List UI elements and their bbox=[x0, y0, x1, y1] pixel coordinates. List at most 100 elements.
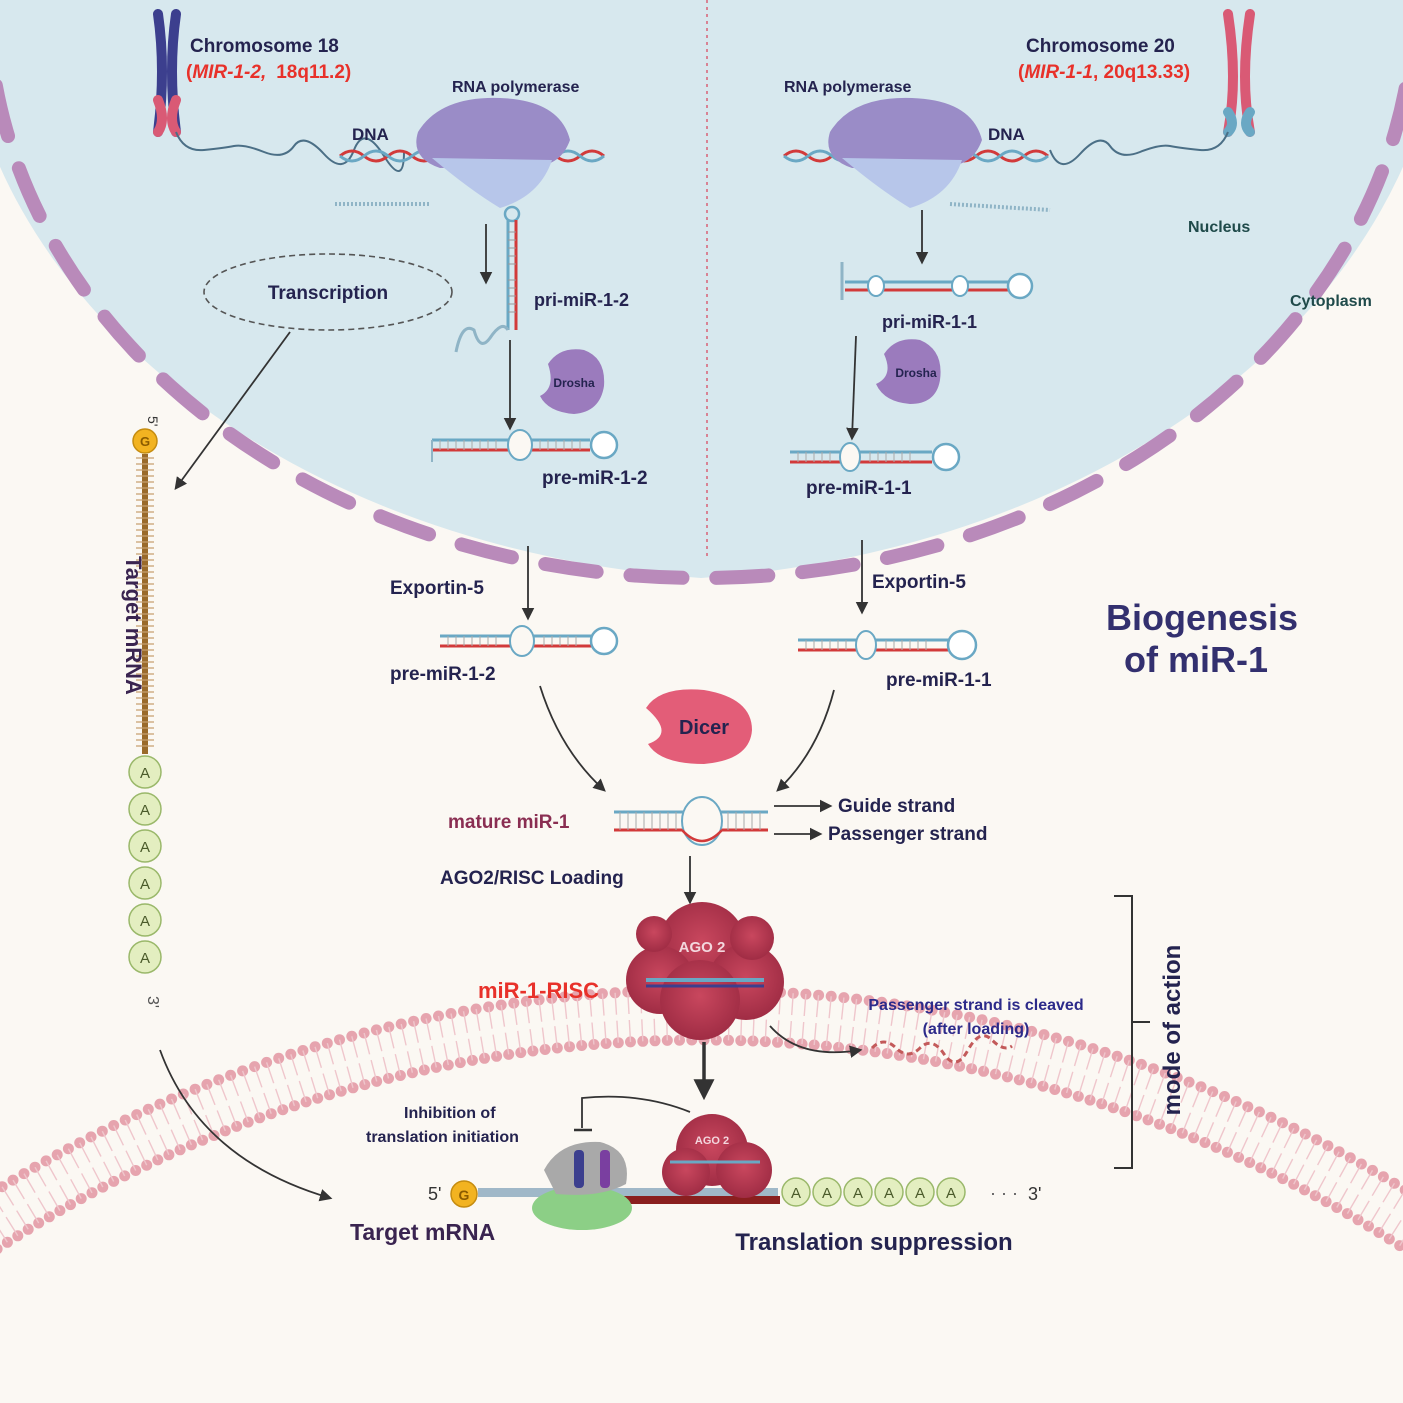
membrane-lipid-tail bbox=[1192, 1117, 1203, 1139]
membrane-lipid-tail bbox=[862, 1028, 867, 1051]
rna-polymerase-left-icon bbox=[416, 97, 570, 208]
membrane-lipid-tail bbox=[290, 1054, 299, 1076]
membrane-lipid-head bbox=[1399, 1184, 1403, 1196]
membrane-lipid-tail bbox=[878, 1002, 883, 1025]
membrane-lipid-tail bbox=[425, 1018, 432, 1041]
membrane-lipid-tail bbox=[206, 1084, 216, 1106]
membrane-lipid-tail bbox=[1399, 1239, 1403, 1246]
membrane-lipid-tail bbox=[828, 996, 832, 1019]
membrane-lipid-tail bbox=[982, 1049, 990, 1072]
guide-strand-label: Guide strand bbox=[838, 796, 955, 817]
membrane-lipid-tail bbox=[1316, 1145, 1329, 1166]
membrane-lipid-tail bbox=[443, 1043, 449, 1066]
membrane-lipid-tail bbox=[1077, 1075, 1086, 1097]
membrane-lipid-tail bbox=[541, 1027, 546, 1050]
vertical-mrna-strand bbox=[136, 454, 154, 754]
membrane-lipid-tail bbox=[1030, 1061, 1038, 1084]
exportin-5-label-right: Exportin-5 bbox=[872, 572, 966, 593]
membrane-lipid-tail bbox=[563, 996, 568, 1019]
membrane-lipid-tail bbox=[616, 1020, 619, 1043]
biogenesis-title-line-1: Biogenesis bbox=[1106, 597, 1298, 638]
membrane-lipid-tail bbox=[902, 1005, 908, 1028]
chromosome-18-paren: ( bbox=[186, 62, 193, 83]
membrane-lipid-tail bbox=[48, 1191, 61, 1211]
membrane-lipid-tail bbox=[504, 1032, 510, 1055]
membrane-lipid-tail bbox=[1158, 1103, 1168, 1125]
passenger-strand-label: Passenger strand bbox=[828, 824, 987, 845]
pre-mir-1-2-nucleus bbox=[431, 429, 619, 462]
membrane-lipid-tail bbox=[1013, 1028, 1020, 1050]
bottom-mrna-strand bbox=[478, 1188, 778, 1197]
cytoplasm-label: Cytoplasm bbox=[1290, 293, 1372, 310]
poly-a-bead bbox=[936, 1177, 966, 1207]
pri-mir-1-2-label: pri-miR-1-2 bbox=[534, 290, 629, 310]
pre-mir-1-1-nucleus bbox=[790, 442, 961, 472]
ago2-label: AGO 2 bbox=[679, 939, 726, 956]
membrane-lipid-tail bbox=[1049, 1037, 1057, 1060]
membrane-lipid-tail bbox=[124, 1119, 136, 1141]
membrane-lipid-tail bbox=[56, 1154, 69, 1175]
membrane-lipid-tail bbox=[125, 1150, 137, 1171]
target-mrna-bottom-label: Target mRNA bbox=[350, 1219, 495, 1245]
membrane-lipid-tail bbox=[964, 1017, 971, 1039]
membrane-lipid-tail bbox=[1357, 1200, 1370, 1221]
membrane-lipid-tail bbox=[462, 1011, 469, 1034]
chromosome-20-gene: MIR-1-1 bbox=[1024, 62, 1093, 83]
membrane-lipid-tail bbox=[500, 1004, 506, 1027]
membrane-lipid-tail bbox=[218, 1079, 228, 1101]
membrane-lipid-tail bbox=[1204, 1122, 1215, 1143]
membrane-lipid-tail bbox=[229, 1075, 240, 1097]
bottom-mrna-cap-label: G bbox=[459, 1187, 470, 1203]
membrane-lipid-tail bbox=[801, 1021, 805, 1045]
chromosome-18-title: Chromosome 18 bbox=[190, 36, 339, 57]
drosha-label-left: Drosha bbox=[553, 376, 595, 390]
membrane-lipid-tail bbox=[551, 998, 555, 1021]
mode-of-action-bracket bbox=[1114, 895, 1133, 1169]
membrane-lipid-tail bbox=[216, 1110, 226, 1132]
membrane-lipid-tail bbox=[1215, 1126, 1226, 1148]
membrane-lipid-tail bbox=[1378, 1213, 1392, 1233]
cell-membrane bbox=[0, 984, 1403, 1254]
membrane-lipid-tail bbox=[1097, 1052, 1106, 1074]
poly-a-letter: A bbox=[140, 765, 150, 782]
membrane-lipid-tail bbox=[59, 1185, 72, 1205]
membrane-lipid-tail bbox=[1089, 1078, 1098, 1101]
membrane-lipid-tail bbox=[45, 1160, 58, 1181]
membrane-lipid-tail bbox=[302, 1050, 311, 1072]
membrane-lipid-tail bbox=[815, 995, 820, 1018]
membrane-lipid-tail bbox=[1336, 1188, 1349, 1208]
bottom-mirna-bound bbox=[600, 1196, 780, 1204]
membrane-lipid-tail bbox=[170, 1129, 181, 1151]
membrane-lipid-tail bbox=[1, 1186, 15, 1206]
membrane-lipid-tail bbox=[1226, 1101, 1237, 1122]
membrane-lipid-tail bbox=[251, 1096, 261, 1119]
membrane-lipid-tail bbox=[239, 1101, 249, 1123]
pre-mir-1-1-cytoplasm bbox=[798, 629, 978, 661]
membrane-lipid-tail bbox=[1371, 1176, 1385, 1197]
membrane-lipid-tail bbox=[1293, 1164, 1305, 1185]
membrane-lipid-tail bbox=[1237, 1137, 1249, 1158]
membrane-lipid-tail bbox=[241, 1070, 251, 1092]
membrane-lipid-tail bbox=[789, 1021, 792, 1044]
nucleus-body bbox=[0, 0, 1403, 578]
membrane-lipid-tail bbox=[1109, 1056, 1118, 1078]
membrane-lipid-tail bbox=[67, 1148, 80, 1169]
inhibition-line-1: Inhibition of bbox=[404, 1105, 496, 1122]
membrane-lipid-tail bbox=[91, 1167, 104, 1188]
membrane-lipid-tail bbox=[525, 1001, 530, 1024]
membrane-lipid-tail bbox=[314, 1046, 323, 1069]
membrane-lipid-tail bbox=[803, 994, 807, 1017]
membrane-lipid-tail bbox=[1101, 1082, 1110, 1105]
membrane-lipid-tail bbox=[394, 1053, 402, 1076]
membrane-lipid-tail bbox=[0, 1229, 8, 1243]
membrane-lipid-tail bbox=[310, 1076, 319, 1099]
membrane-lipid-tail bbox=[34, 1166, 47, 1187]
nucleus-label: Nucleus bbox=[1188, 219, 1250, 236]
membrane-lipid-tail bbox=[431, 1045, 437, 1068]
membrane-lipid-tail bbox=[1328, 1151, 1340, 1172]
membrane-lipid-tail bbox=[1180, 1081, 1190, 1103]
mature-mir-1-duplex bbox=[614, 796, 768, 846]
membrane-lipid-tail bbox=[1338, 1157, 1351, 1178]
